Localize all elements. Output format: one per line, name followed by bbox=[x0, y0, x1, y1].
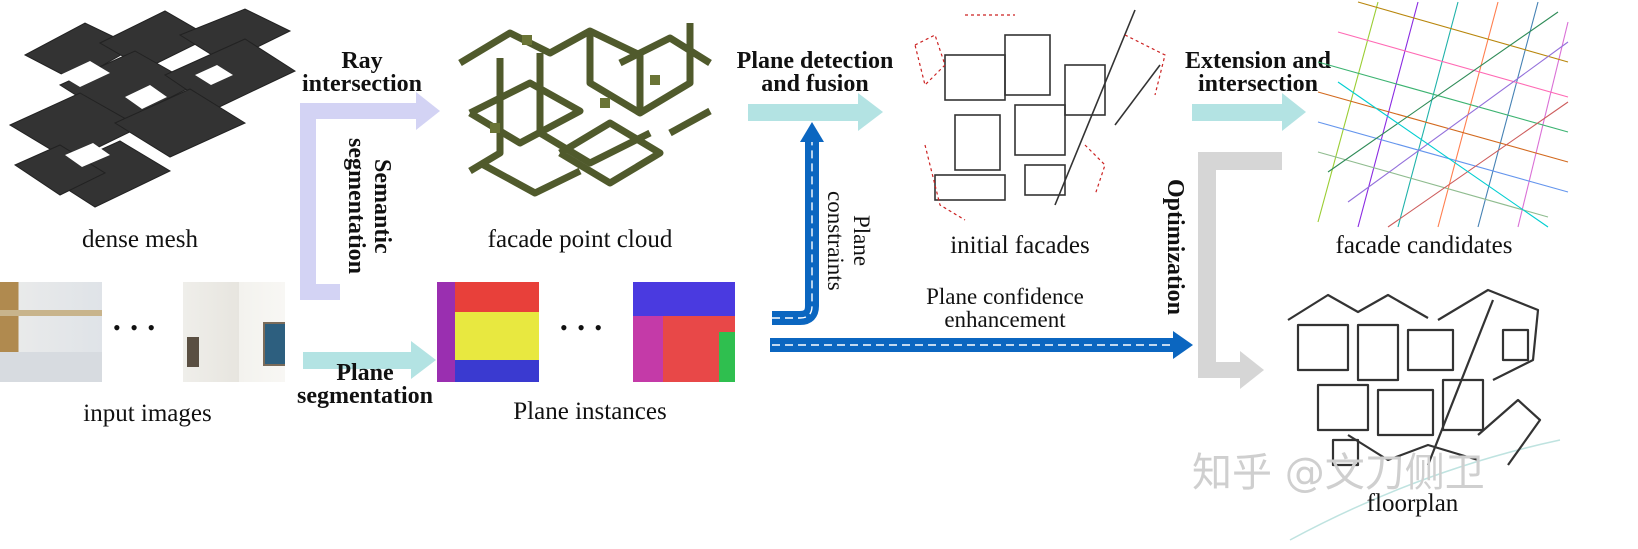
semantic-line2: segmentation bbox=[343, 138, 369, 274]
ray-intersection-line2: intersection bbox=[302, 71, 422, 97]
floorplan-image bbox=[1287, 288, 1542, 467]
extension-arrow bbox=[1192, 93, 1306, 131]
plane-instance-1 bbox=[437, 282, 539, 382]
facade-candidates-image bbox=[1317, 1, 1569, 228]
ellipsis-planes: • • • bbox=[560, 315, 605, 340]
ray-intersection-line1: Ray bbox=[341, 48, 383, 74]
initial-facades-image bbox=[914, 9, 1166, 221]
plane-constraints-line1: Plane bbox=[849, 215, 874, 267]
plane-confidence-line2: enhancement bbox=[944, 307, 1066, 332]
optimization-arrow bbox=[1198, 152, 1282, 389]
plane-region bbox=[633, 316, 663, 382]
input-image-2 bbox=[183, 282, 285, 382]
plane-segmentation-arrow bbox=[303, 341, 436, 379]
plane-instance-2 bbox=[633, 282, 735, 382]
shelf-board bbox=[0, 352, 102, 382]
initial-facades-caption: initial facades bbox=[950, 232, 1090, 259]
plane-region bbox=[455, 282, 539, 312]
watermark-arc bbox=[1289, 439, 1561, 541]
plane-constraints-line2: constraints bbox=[823, 191, 848, 291]
plane-constraints-arrow bbox=[772, 122, 824, 325]
dense-mesh-caption: dense mesh bbox=[82, 226, 198, 253]
facade-candidates-caption: facade candidates bbox=[1335, 232, 1513, 259]
plane-region bbox=[719, 332, 735, 382]
optimization-label: Optimization bbox=[1162, 179, 1188, 315]
extension-line2: intersection bbox=[1198, 71, 1318, 97]
ellipsis-images: • • • bbox=[113, 315, 158, 340]
plane-confidence-line1: Plane confidence bbox=[926, 284, 1084, 309]
plane-segmentation-line1: Plane bbox=[336, 360, 394, 386]
input-image-1 bbox=[0, 282, 102, 382]
plane-confidence-label: Plane confidence enhancement bbox=[890, 285, 1120, 331]
ray-intersection-arrow bbox=[300, 92, 440, 300]
plane-region bbox=[455, 360, 539, 382]
watermark-text: 知乎 @文刀侧卫 bbox=[1192, 450, 1485, 496]
plane-confidence-arrow bbox=[770, 331, 1193, 359]
shelf-board bbox=[0, 310, 102, 316]
extension-line1: Extension and bbox=[1184, 48, 1332, 74]
floorplan-caption: floorplan bbox=[1366, 490, 1459, 517]
input-images-caption: input images bbox=[83, 400, 212, 427]
facade-point-cloud-caption: facade point cloud bbox=[487, 226, 673, 253]
plane-region bbox=[437, 282, 455, 382]
plane-region bbox=[633, 282, 735, 316]
plane-region bbox=[455, 312, 539, 360]
plane-constraints-label: Plane constraints bbox=[822, 186, 874, 296]
plane-detection-line1: Plane detection bbox=[736, 48, 894, 74]
extension-intersection-label: Extension and intersection bbox=[1168, 48, 1348, 97]
semantic-line1: Semantic bbox=[369, 158, 395, 254]
plane-segmentation-line2: segmentation bbox=[297, 383, 433, 409]
plane-instances-caption: Plane instances bbox=[513, 398, 667, 425]
dense-mesh-image bbox=[8, 8, 297, 208]
plane-detection-arrow bbox=[748, 93, 883, 131]
plane-detection-line2: and fusion bbox=[761, 71, 869, 97]
facade-point-cloud-image bbox=[458, 23, 712, 197]
plane-segmentation-label: Plane segmentation bbox=[280, 360, 450, 409]
wall-frame bbox=[263, 322, 285, 366]
ray-intersection-label: Ray intersection bbox=[288, 48, 436, 97]
semantic-segmentation-label: Semantic segmentation bbox=[343, 126, 395, 286]
plane-detection-label: Plane detection and fusion bbox=[720, 48, 910, 97]
wall-frame bbox=[187, 337, 199, 367]
